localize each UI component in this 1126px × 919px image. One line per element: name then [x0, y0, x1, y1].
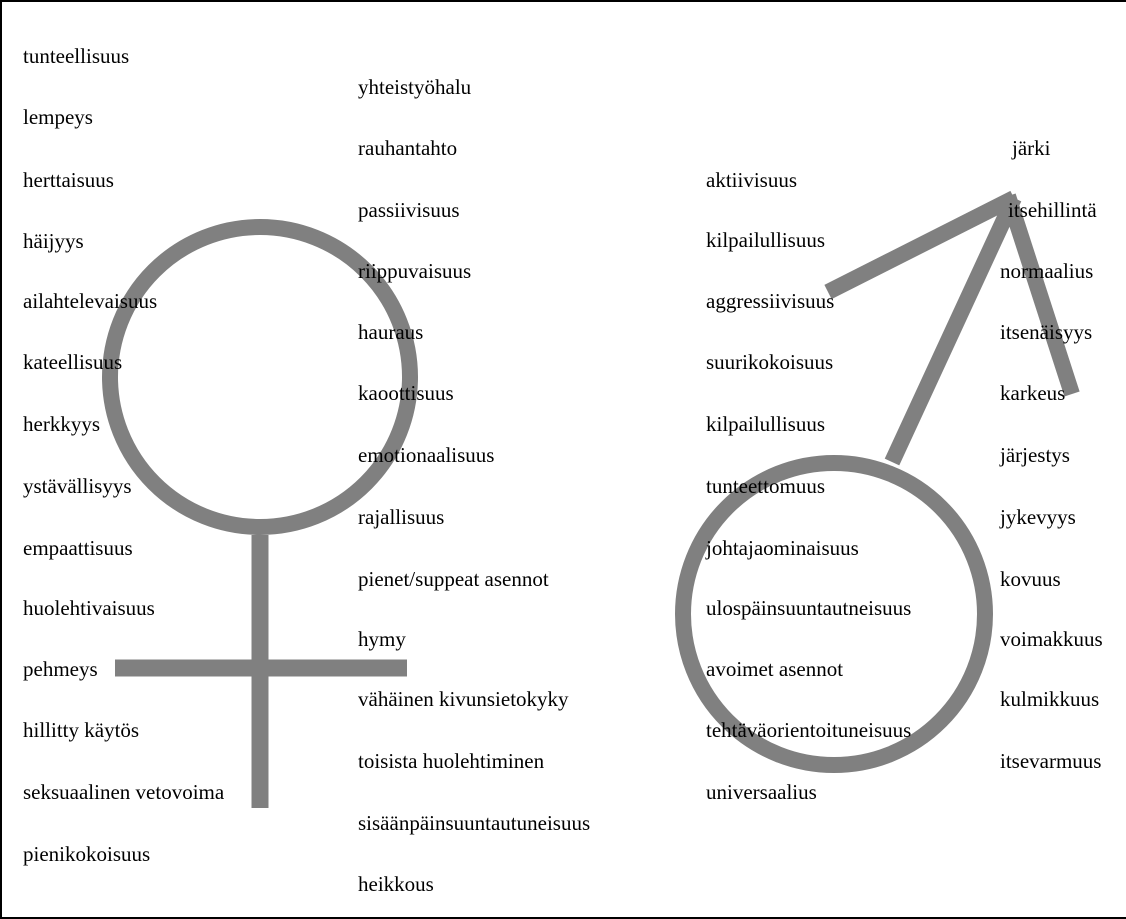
trait-word: tunteellisuus	[23, 44, 130, 68]
trait-word: seksuaalinen vetovoima	[23, 780, 225, 804]
trait-word: herkkyys	[23, 412, 100, 436]
trait-word: itsenäisyys	[1000, 320, 1093, 344]
mars-symbol-icon	[675, 190, 1080, 773]
venus-ring	[102, 219, 418, 535]
trait-word: hillitty käytös	[23, 718, 140, 742]
trait-word: itsehillintä	[1008, 198, 1097, 222]
trait-word: kovuus	[1000, 567, 1061, 591]
trait-word: jykevyys	[1000, 505, 1076, 529]
trait-word: voimakkuus	[1000, 627, 1103, 651]
trait-word: aktiivisuus	[706, 168, 798, 192]
trait-word: tunteettomuus	[706, 474, 825, 498]
trait-word: kateellisuus	[23, 350, 123, 374]
trait-word: kulmikkuus	[1000, 687, 1100, 711]
mars-arrow-left	[824, 190, 1018, 300]
trait-word: rajallisuus	[358, 505, 445, 529]
trait-word: vähäinen kivunsietokyky	[358, 687, 569, 711]
trait-word: hymy	[358, 627, 406, 651]
trait-word: empaattisuus	[23, 536, 133, 560]
trait-word: kaoottisuus	[358, 381, 454, 405]
trait-word: suurikokoisuus	[706, 350, 834, 374]
trait-word: kilpailullisuus	[706, 228, 826, 252]
mars-ring	[675, 455, 993, 773]
trait-word: normaalius	[1000, 259, 1094, 283]
trait-word: pienet/suppeat asennot	[358, 567, 549, 591]
trait-word: ulospäinsuuntautneisuus	[706, 596, 912, 620]
trait-word: sisäänpäinsuuntautuneisuus	[358, 811, 591, 835]
trait-word: itsevarmuus	[1000, 749, 1102, 773]
trait-word: järjestys	[1000, 443, 1070, 467]
trait-word: ystävällisyys	[23, 474, 132, 498]
trait-word: tehtäväorientoituneisuus	[706, 718, 912, 742]
trait-word: universaalius	[706, 780, 817, 804]
mars-shaft	[884, 194, 1022, 466]
trait-word: johtajaominaisuus	[706, 536, 859, 560]
trait-word: ailahtelevaisuus	[23, 289, 158, 313]
trait-word: järki	[1012, 136, 1051, 160]
trait-word: emotionaalisuus	[358, 443, 495, 467]
trait-word: yhteistyöhalu	[358, 75, 472, 99]
trait-word: avoimet asennot	[706, 657, 844, 681]
trait-word: pienikokoisuus	[23, 842, 151, 866]
trait-word: rauhantahto	[358, 136, 458, 160]
trait-word: huolehtivaisuus	[23, 596, 155, 620]
trait-word: herttaisuus	[23, 168, 114, 192]
trait-word: karkeus	[1000, 381, 1066, 405]
trait-word: hauraus	[358, 320, 424, 344]
trait-word: häijyys	[23, 229, 84, 253]
trait-word: toisista huolehtiminen	[358, 749, 545, 773]
mars-arrow-right	[1000, 193, 1080, 397]
trait-word: pehmeys	[23, 657, 98, 681]
trait-word: riippuvaisuus	[358, 259, 472, 283]
trait-word: aggressiivisuus	[706, 289, 835, 313]
trait-word: passiivisuus	[358, 198, 460, 222]
venus-symbol-icon	[102, 219, 418, 808]
trait-word: kilpailullisuus	[706, 412, 826, 436]
trait-word: lempeys	[23, 105, 93, 129]
trait-word: heikkous	[358, 872, 434, 896]
